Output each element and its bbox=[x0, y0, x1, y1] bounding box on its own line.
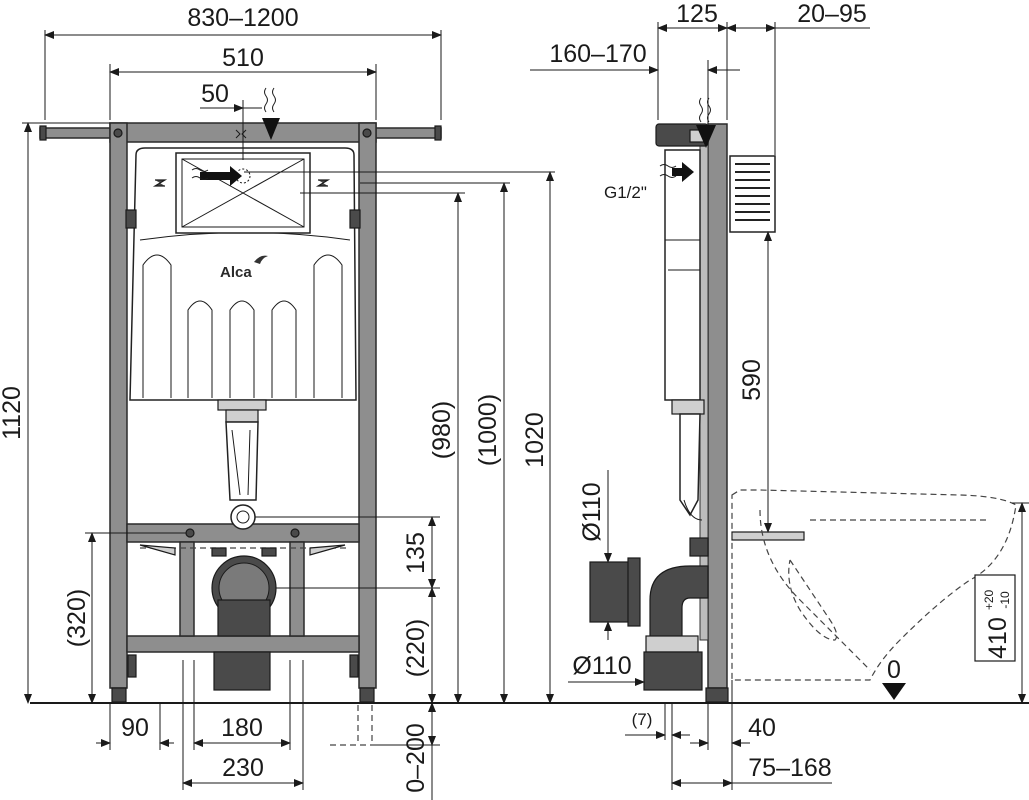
dim-height-410: 410 bbox=[984, 617, 1012, 659]
side-view: G1/2" 0 125 bbox=[530, 0, 1029, 790]
dim-inlet-offset: 50 bbox=[201, 80, 229, 108]
dim-offset-40: 40 bbox=[748, 714, 776, 742]
dim-foot-90: 90 bbox=[121, 714, 149, 742]
dim-tolerance-minus: -10 bbox=[998, 591, 1012, 609]
flush-pipe bbox=[225, 421, 259, 501]
dim-tolerance-plus: +20 bbox=[982, 589, 996, 610]
dim-height-220: (220) bbox=[402, 619, 430, 677]
frame-left-post bbox=[109, 122, 128, 689]
brand-logo: Alca bbox=[220, 264, 252, 281]
dim-width-180: 180 bbox=[221, 714, 263, 742]
dim-offset-7: (7) bbox=[632, 710, 653, 729]
side-frame-post bbox=[707, 123, 728, 689]
dim-depth-0-200: 0–200 bbox=[402, 723, 430, 793]
side-inlet-arrow-icon bbox=[696, 125, 716, 148]
top-inlet-arrow-icon bbox=[262, 118, 280, 140]
dim-pipe-diameter-bottom: Ø110 bbox=[572, 652, 631, 680]
dim-frame-width: 510 bbox=[222, 44, 264, 72]
dim-depth-20-95: 20–95 bbox=[797, 0, 867, 28]
bird-logo-icon bbox=[254, 255, 268, 264]
dim-depth-160-170: 160–170 bbox=[549, 40, 646, 68]
dim-height-135: 135 bbox=[402, 532, 430, 574]
floor-level-label: 0 bbox=[887, 656, 901, 684]
dim-height-1000: (1000) bbox=[474, 394, 502, 466]
frame-right-post bbox=[358, 122, 377, 689]
dim-height-980: (980) bbox=[428, 401, 456, 459]
left-extension-rod bbox=[39, 127, 113, 139]
wc-mounting-bolt bbox=[731, 531, 805, 541]
drain-socket-side-bottom bbox=[643, 651, 703, 691]
dim-depth-125: 125 bbox=[676, 0, 718, 28]
frame-bottom-rail bbox=[126, 635, 360, 653]
side-thread-arrow-icon bbox=[672, 162, 694, 182]
right-foot bbox=[359, 687, 375, 703]
left-foot bbox=[111, 687, 127, 703]
thread-label: G1/2" bbox=[604, 183, 647, 202]
flush-pipe-outlet bbox=[230, 504, 256, 530]
dim-height-320: (320) bbox=[63, 589, 91, 647]
drain-socket-front bbox=[213, 651, 271, 691]
dim-pipe-diameter-top: Ø110 bbox=[578, 482, 606, 541]
dim-total-height: 1120 bbox=[0, 386, 26, 440]
right-extension-rod bbox=[374, 127, 442, 139]
side-cistern bbox=[664, 149, 701, 401]
dim-width-range: 830–1200 bbox=[187, 4, 298, 32]
wc-bowl-outline bbox=[731, 489, 1017, 681]
floor-level-icon bbox=[882, 683, 906, 700]
front-view: Alca bbox=[0, 4, 555, 800]
dim-height-590: 590 bbox=[738, 359, 766, 401]
dim-height-1020: 1020 bbox=[521, 412, 549, 468]
dim-offset-75-168: 75–168 bbox=[748, 754, 831, 782]
water-inlet-arrow-icon bbox=[200, 166, 242, 186]
dim-width-230: 230 bbox=[222, 754, 264, 782]
